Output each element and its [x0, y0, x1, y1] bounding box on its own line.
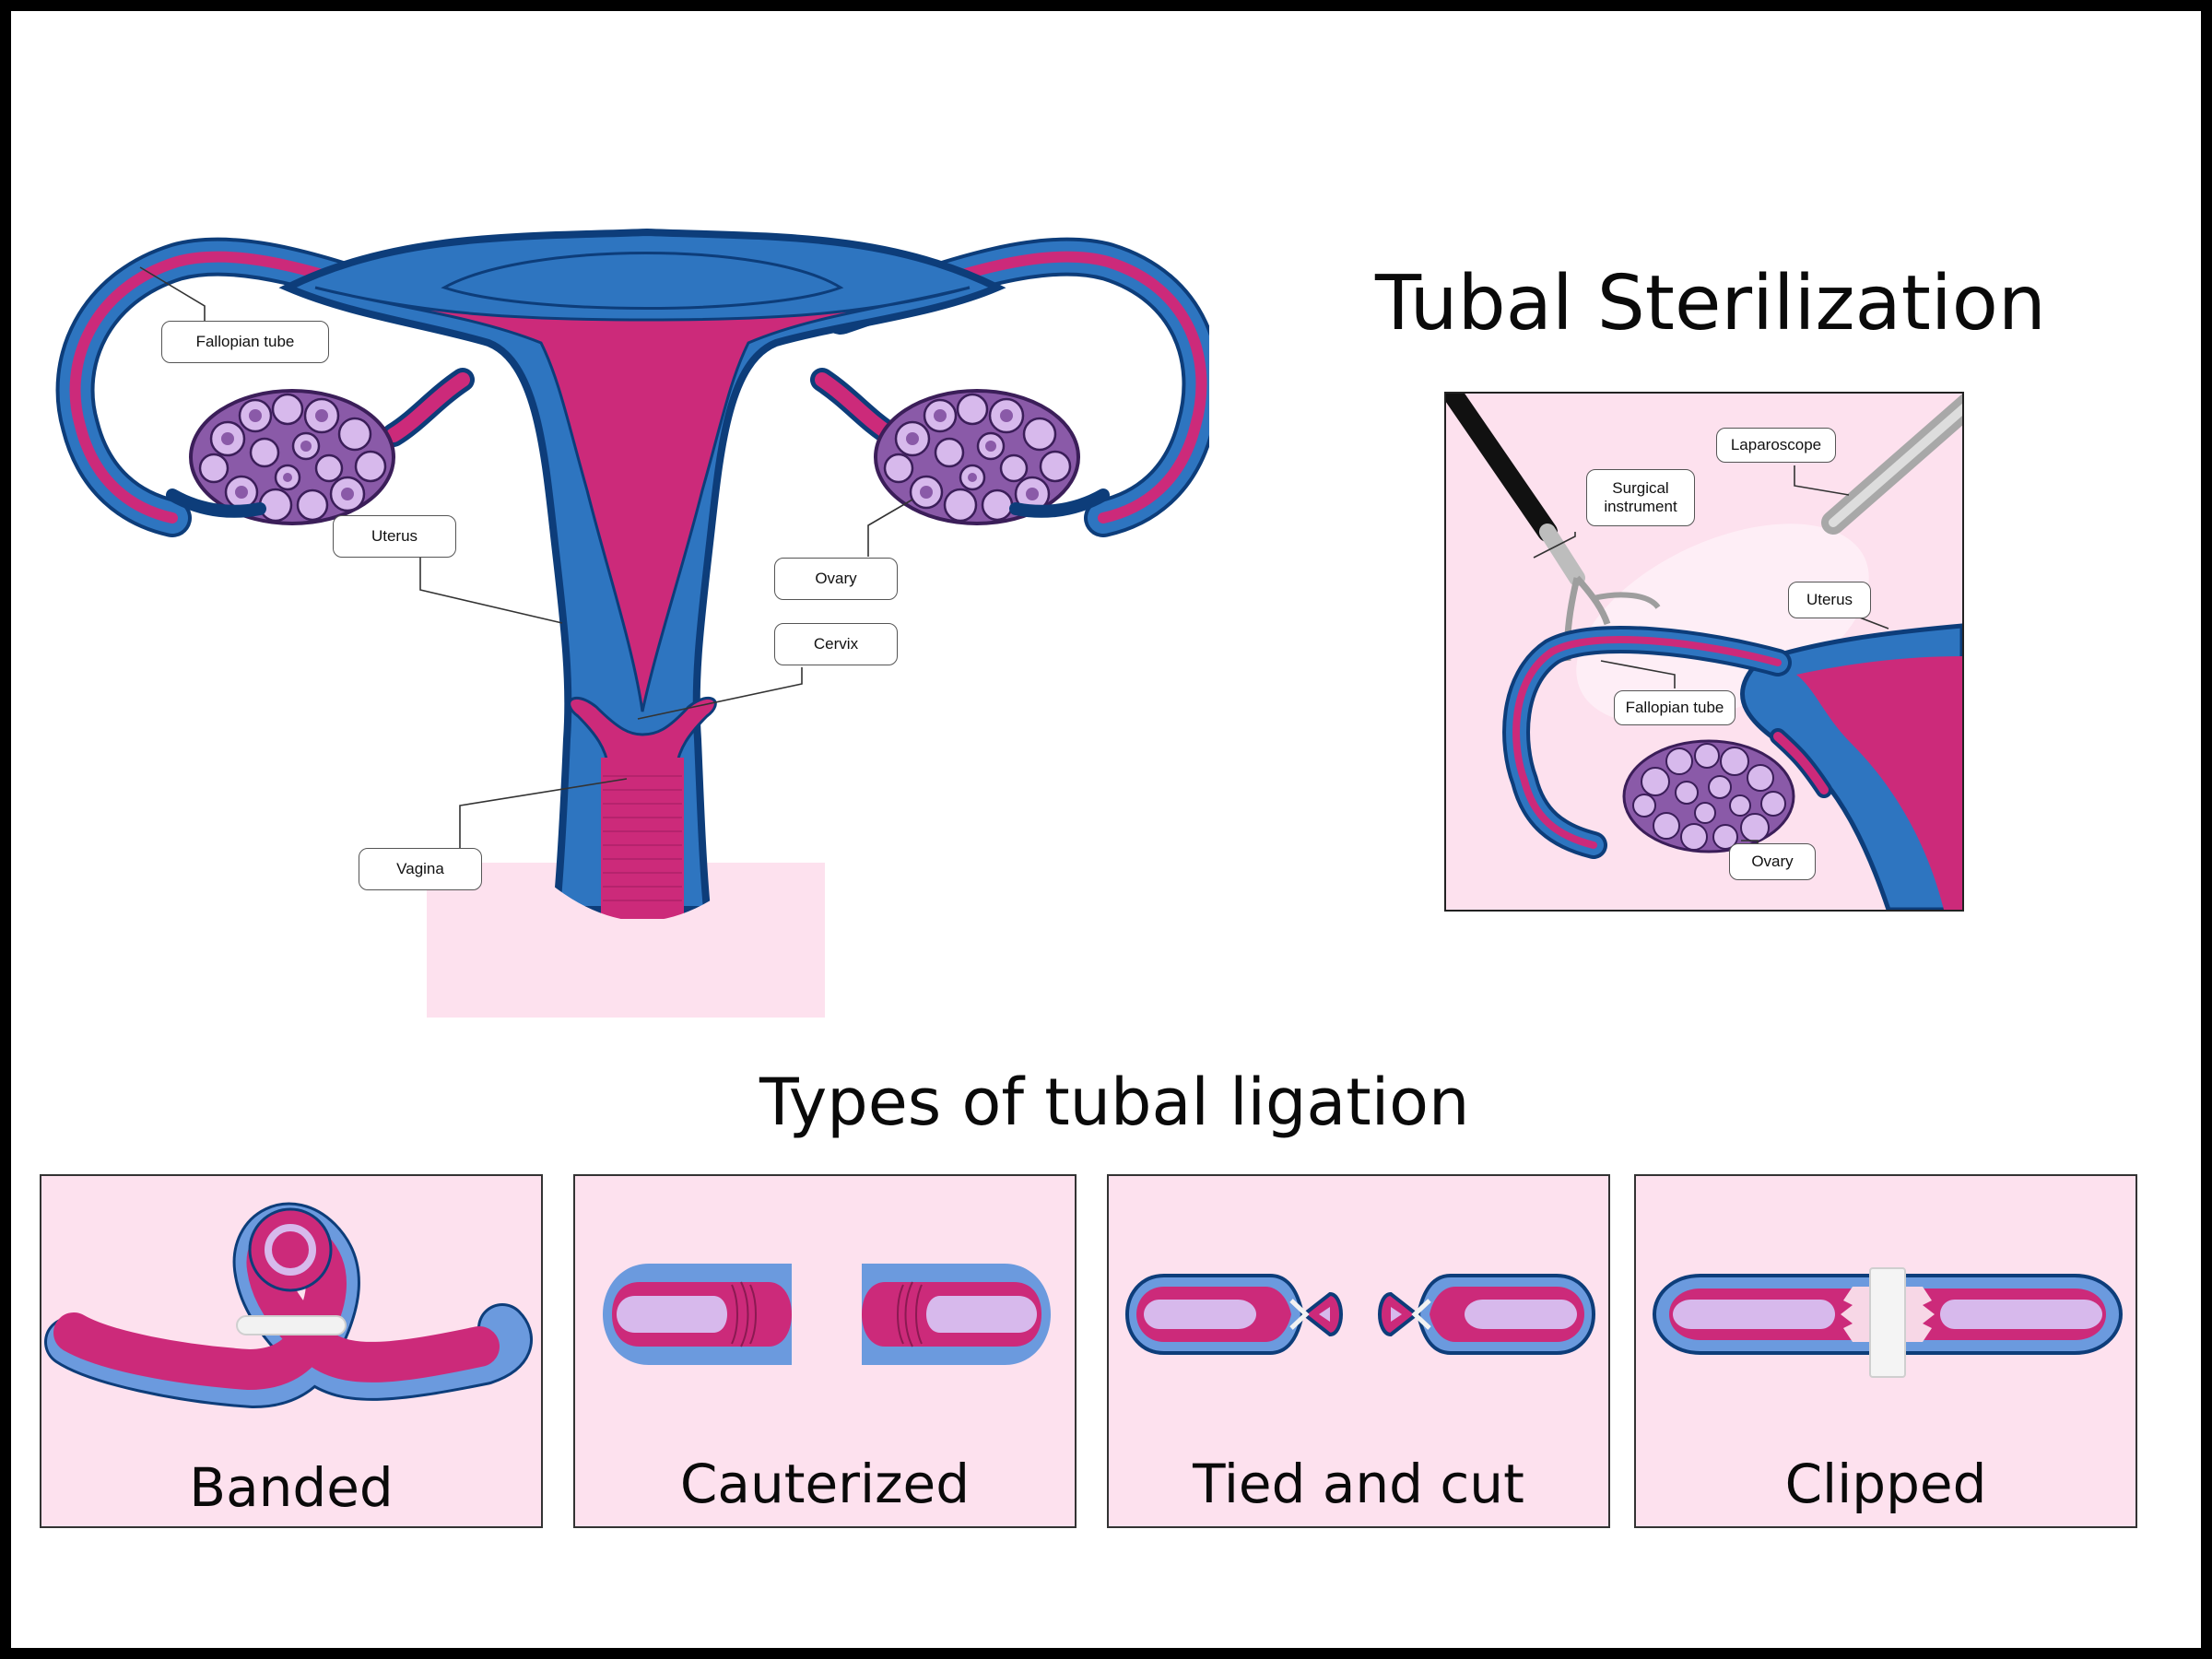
caption-banded: Banded: [189, 1456, 394, 1519]
band-ring: [236, 1315, 347, 1335]
label-inset-fallopian-tube: Fallopian tube: [1614, 690, 1735, 725]
surgical-instrument-shaft: [1446, 394, 1558, 542]
ligation-panel-clipped: Clipped: [1634, 1174, 2137, 1528]
cauterized-tube-illustration: [603, 1264, 1051, 1365]
label-fallopian-tube: Fallopian tube: [161, 321, 329, 363]
label-ovary: Ovary: [774, 558, 898, 600]
vaginal-canal: [601, 758, 684, 919]
uterine-cavity: [314, 286, 971, 712]
caption-cauterized: Cauterized: [679, 1453, 971, 1515]
clipped-tube-illustration: [1652, 1267, 2124, 1378]
uterus-anatomy-illustration: [55, 228, 1209, 1018]
label-inset-uterus: Uterus: [1788, 582, 1871, 618]
left-ovary: [189, 389, 395, 525]
label-cervix: Cervix: [774, 623, 898, 665]
ligation-panel-cauterized: Cauterized: [573, 1174, 1077, 1528]
canvas: Fallopian tube Uterus Ovary Cervix Vagin…: [11, 11, 2201, 1648]
band-loop-icon: [248, 1207, 333, 1292]
label-vagina: Vagina: [359, 848, 482, 890]
ligation-panel-tied-and-cut: Tied and cut: [1107, 1174, 1610, 1528]
ligation-panel-banded: Banded: [40, 1174, 543, 1528]
clip-icon: [1869, 1267, 1906, 1378]
label-laparoscope: Laparoscope: [1716, 428, 1836, 463]
label-inset-ovary: Ovary: [1729, 843, 1816, 880]
caption-clipped: Clipped: [1784, 1453, 1987, 1515]
label-surgical-instrument: Surgical instrument: [1586, 469, 1695, 526]
tied-and-cut-tube-illustration: [1124, 1274, 1596, 1355]
banded-tube-illustration: [44, 1202, 533, 1408]
procedure-inset: Laparoscope Surgical instrument Uterus F…: [1444, 392, 1964, 912]
inset-ovary: [1622, 739, 1795, 853]
laparoscopy-illustration: [1446, 394, 1962, 910]
label-uterus: Uterus: [333, 515, 456, 558]
section-subtitle: Types of tubal ligation: [759, 1065, 1470, 1140]
right-ovary: [874, 389, 1080, 525]
page-title: Tubal Sterilization: [1375, 260, 2046, 347]
caption-tied-and-cut: Tied and cut: [1193, 1453, 1524, 1515]
